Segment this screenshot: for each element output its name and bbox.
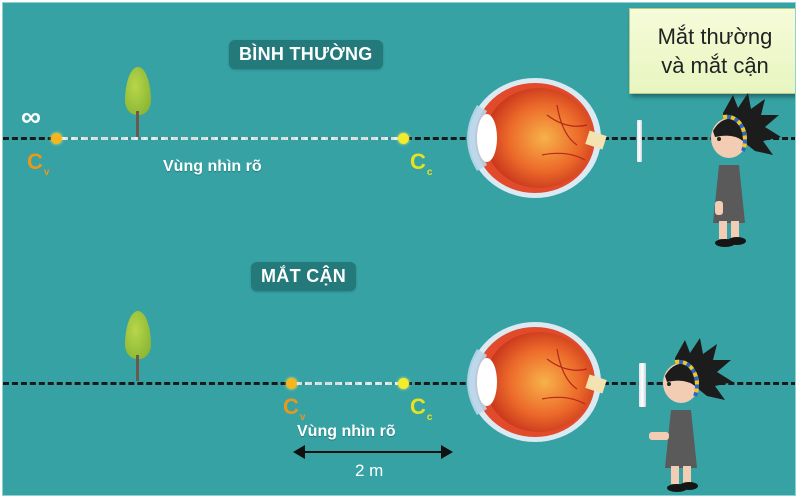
distance-label: 2 m [355, 461, 384, 480]
clear-vision-text-normal: Vùng nhìn rõ [163, 158, 262, 175]
title-line-2: và mắt cận [661, 53, 769, 78]
near-point-label-normal: Cc [410, 149, 433, 178]
myopia-label: MẮT CẬN [251, 262, 357, 291]
eyeball-icon [467, 78, 607, 198]
clear-vision-text-myopia: Vùng nhìn rõ [297, 423, 396, 440]
far-point-label-myopia: Cv [283, 394, 306, 423]
clear-vision-zone-myopia [295, 382, 401, 385]
near-point-dot-normal [398, 133, 409, 144]
title-line-1: Mắt thường [657, 24, 773, 49]
tree-icon [123, 67, 153, 137]
normal-eye-label: BÌNH THƯỜNG [229, 40, 383, 69]
distance-arrow [293, 445, 453, 459]
title-box: Mắt thường và mắt cận [629, 8, 795, 94]
far-point-dot-normal [51, 133, 62, 144]
clear-vision-zone-normal [61, 137, 401, 140]
child-character-icon [711, 93, 781, 247]
screen-icon [639, 363, 646, 407]
child-character-icon [649, 338, 733, 492]
infinity-symbol: ∞ [21, 101, 41, 132]
far-point-dot-myopia [286, 378, 297, 389]
screen-icon [637, 120, 642, 162]
tree-icon [123, 311, 153, 381]
eyeball-icon [467, 322, 607, 442]
far-point-label-normal: Cv [27, 149, 50, 178]
near-point-dot-myopia [398, 378, 409, 389]
near-point-label-myopia: Cc [410, 394, 433, 423]
